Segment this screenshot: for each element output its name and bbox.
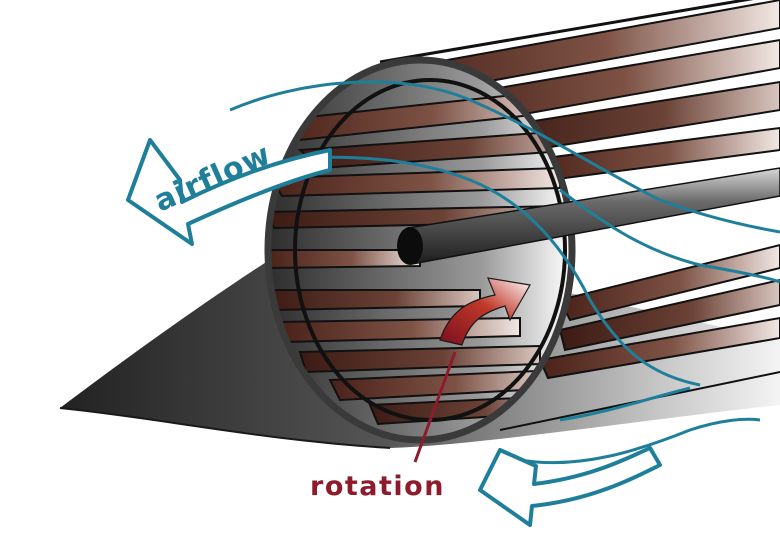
airflow-streamlines — [229, 80, 780, 465]
rotor-blades-body — [379, 0, 780, 431]
rotation-arrow — [413, 277, 531, 463]
rotation-label: rotation — [310, 471, 445, 502]
airflow-arrow-lower — [478, 446, 662, 527]
airflow-arrow-upper — [126, 138, 332, 246]
